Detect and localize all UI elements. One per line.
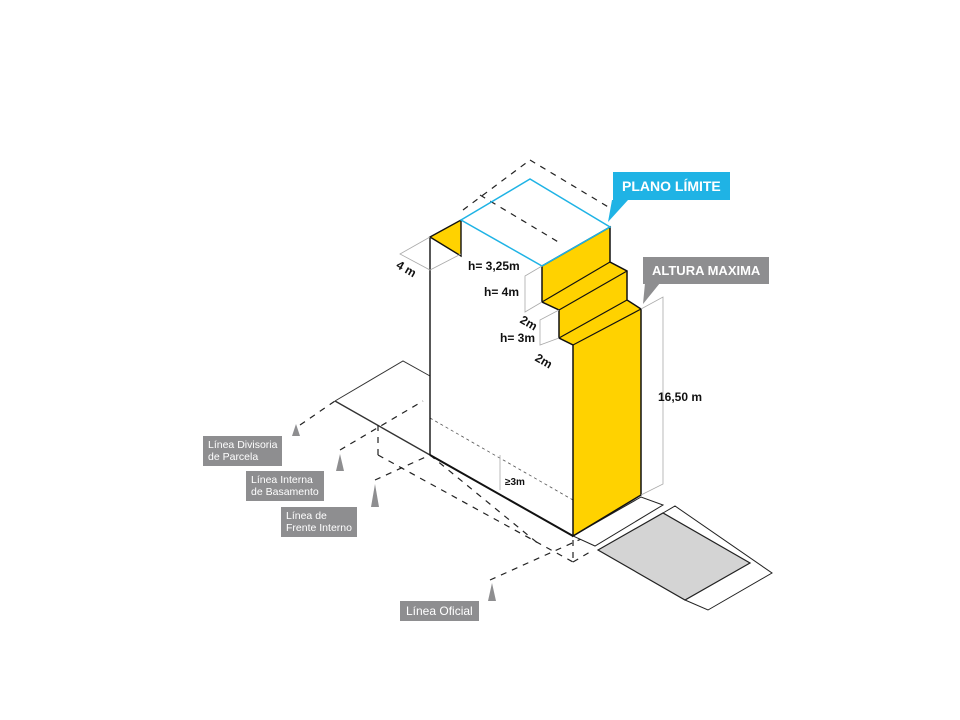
side-triangle [428, 218, 462, 258]
plano-limite-label: PLANO LÍMITE [613, 172, 730, 200]
h3-dimension: h= 3m [500, 331, 536, 345]
altura-maxima-label: ALTURA MAXIMA [643, 257, 770, 284]
altura-pointer [643, 283, 660, 304]
plano-limite-outline [459, 178, 612, 267]
dashed-lines [299, 159, 611, 581]
h1-dimension: h= 3,25m [468, 259, 520, 273]
step-lines [541, 261, 642, 346]
label-line: Frente Interno [286, 522, 352, 534]
label-pointers [292, 424, 496, 601]
basement-height-dimension: ≥3m [505, 477, 525, 488]
building-base-edge [429, 454, 574, 537]
label-line: de Parcela [208, 451, 259, 463]
h2-dimension: h= 4m [484, 285, 520, 299]
total-height-dimension: 16,50 m [658, 390, 703, 404]
linea-oficial-label: Línea Oficial [400, 601, 479, 621]
dimension-lines [399, 236, 664, 496]
curb [662, 505, 773, 611]
linea-frente-label: Línea de Frente Interno [281, 507, 357, 537]
linea-divisoria-label: Línea Divisoria de Parcela [203, 436, 283, 466]
linea-interna-label: Línea Interna de Basamento [246, 471, 324, 501]
label-line: Línea Divisoria [208, 439, 278, 451]
label-line: de Basamento [251, 486, 319, 498]
label-line: Línea Interna [251, 474, 313, 486]
plot-lines [334, 360, 431, 456]
plano-limite-pointer [608, 200, 628, 222]
street-area [596, 512, 752, 601]
sidewalk-strip [571, 496, 665, 547]
label-line: Línea de [286, 510, 327, 522]
